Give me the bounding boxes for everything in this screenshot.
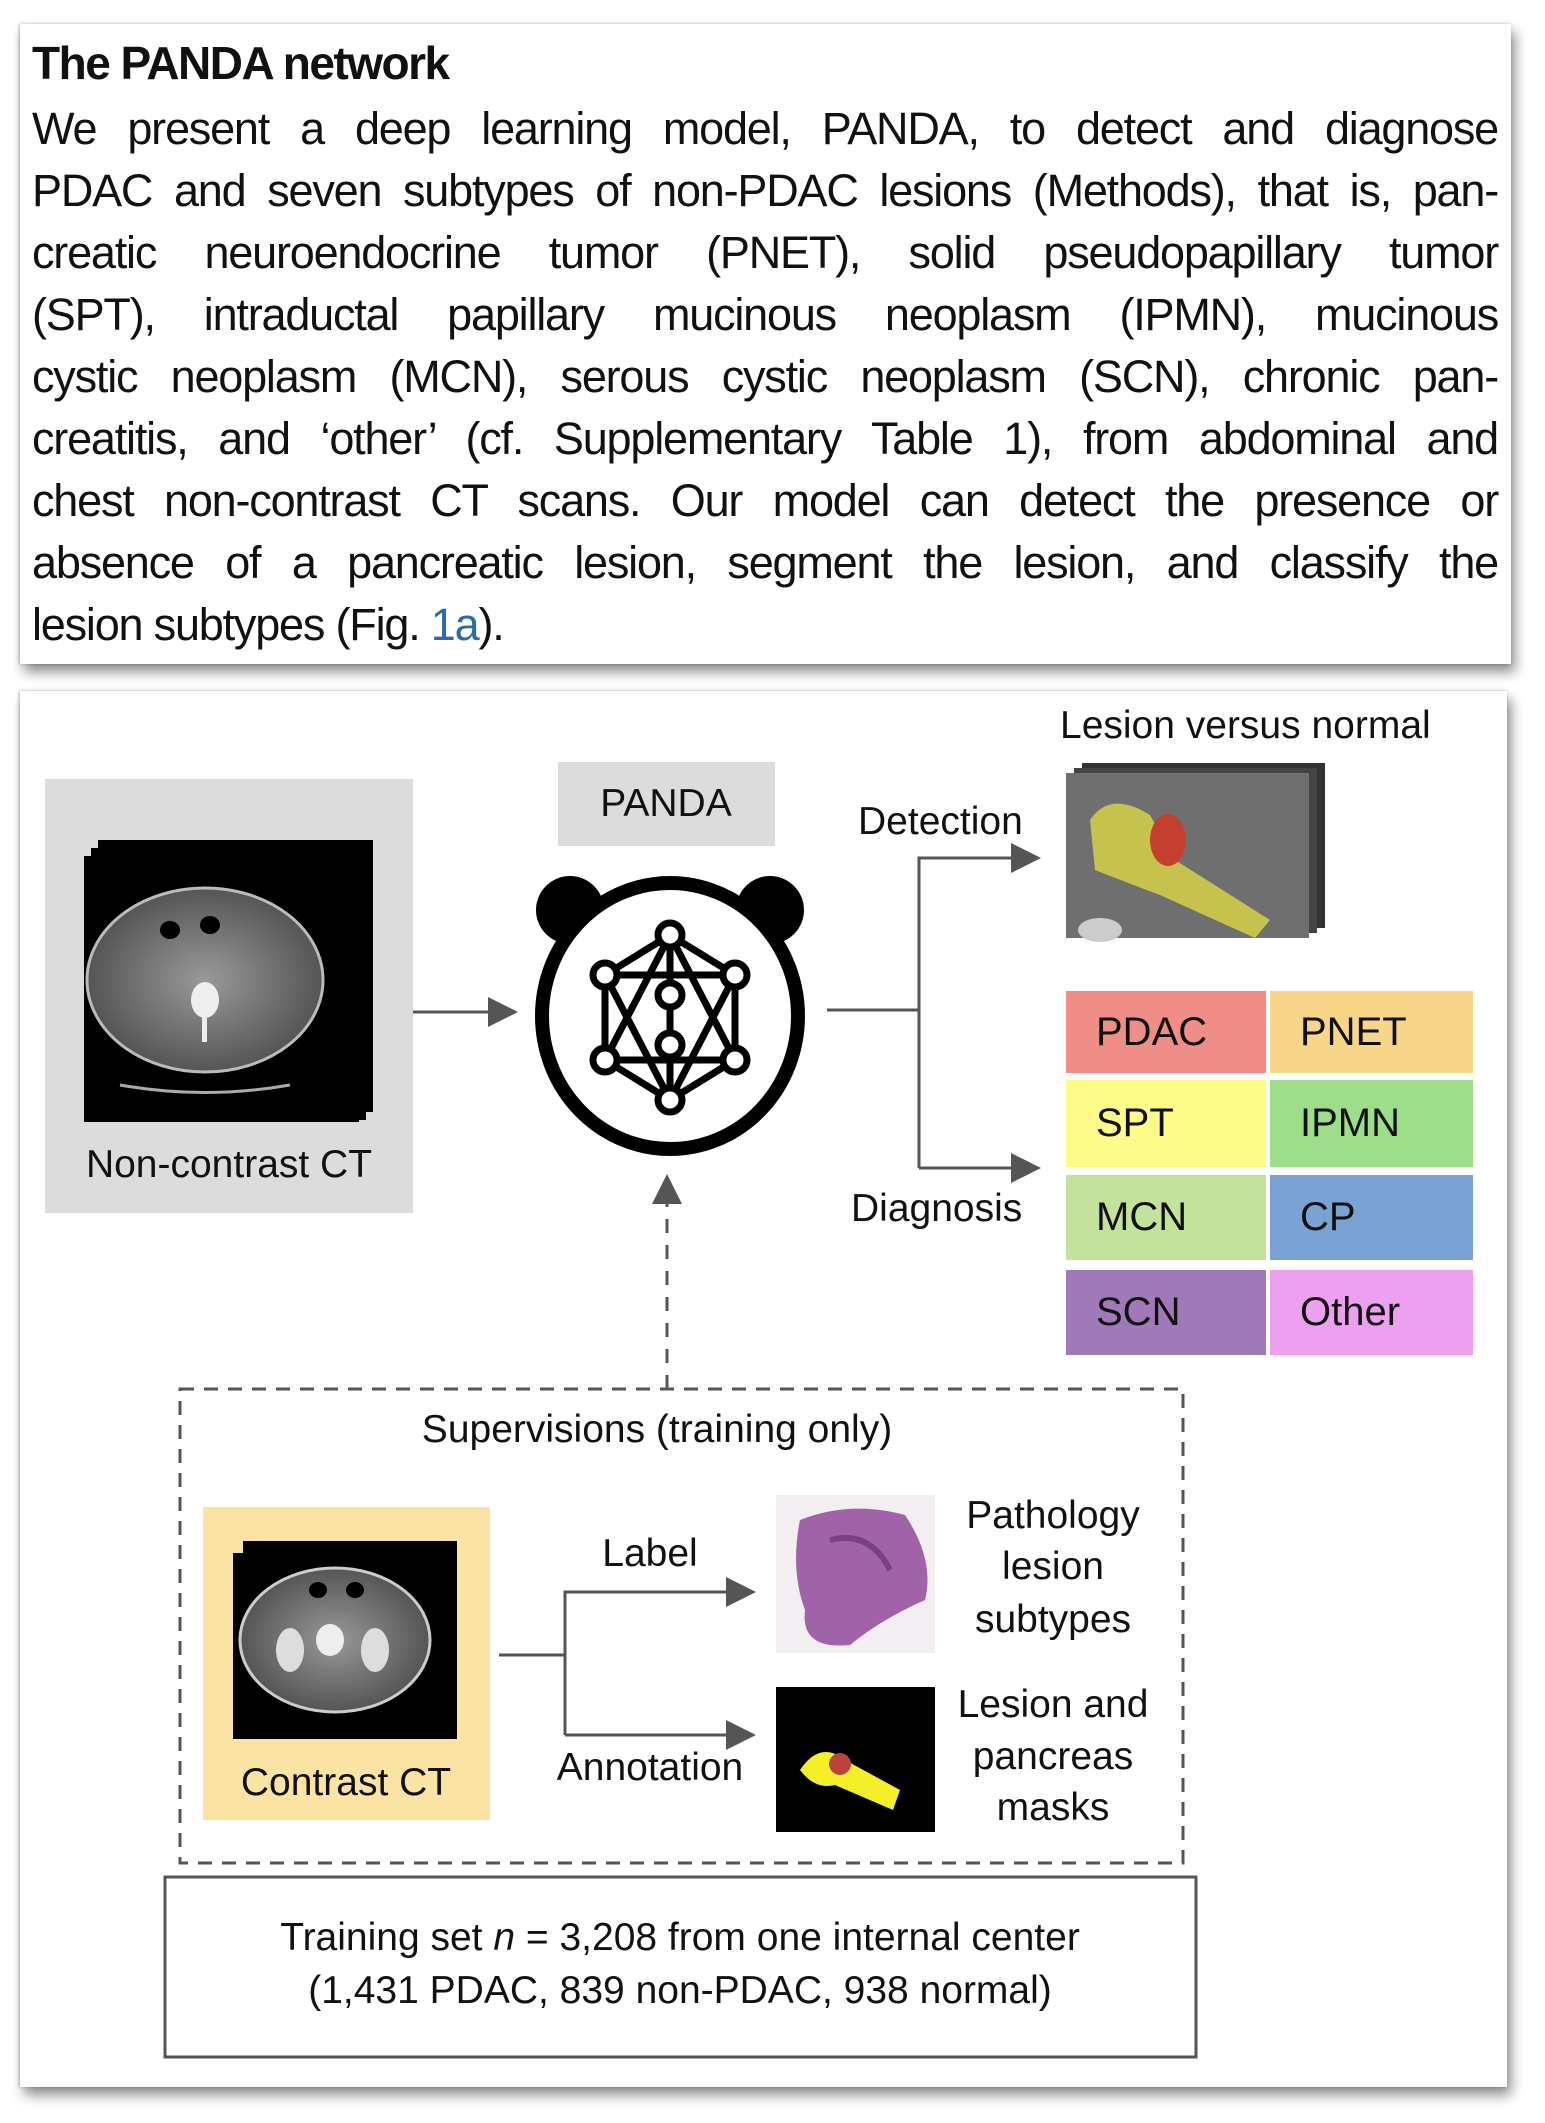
- contrast-ct-label: Contrast CT: [240, 1761, 452, 1804]
- mask-text: Lesion and: [957, 1683, 1149, 1726]
- paragraph-line: lesion subtypes (Fig. 1a).: [32, 602, 1498, 647]
- annotation-arrow-text: Annotation: [556, 1746, 744, 1789]
- mask-text: masks: [996, 1786, 1110, 1829]
- pathology-text: lesion: [1002, 1545, 1104, 1588]
- paragraph-line: cystic neoplasm (MCN), serous cystic neo…: [32, 351, 1499, 402]
- diagnosis-label: Diagnosis: [851, 1187, 1023, 1230]
- ct-scan-image: [84, 840, 373, 1122]
- pathology-text: subtypes: [974, 1598, 1132, 1641]
- class-cell-spt: SPT: [1066, 1080, 1266, 1167]
- text: n: [493, 1916, 516, 1959]
- supervision-title: Supervisions (training only): [421, 1408, 893, 1451]
- input-label: Non-contrast CT: [85, 1143, 373, 1186]
- text: ).: [478, 599, 504, 650]
- training-set-box: [163, 1875, 1198, 2059]
- model-label: PANDA: [600, 782, 732, 825]
- class-cell-cp: CP: [1270, 1175, 1473, 1260]
- training-set-line2: (1,431 PDAC, 839 non-PDAC, 938 normal): [308, 1969, 1052, 2012]
- detection-output-label: Lesion versus normal: [1060, 704, 1431, 747]
- detection-ct-image: [1066, 763, 1325, 942]
- label-arrow-text: Label: [602, 1532, 698, 1575]
- paragraph-line: creatitis, and ‘other’ (cf. Supplementar…: [32, 413, 1499, 464]
- class-cell-pdac: PDAC: [1066, 991, 1266, 1073]
- mask-text: pancreas: [972, 1735, 1134, 1778]
- class-cell-scn: SCN: [1066, 1270, 1266, 1355]
- figure-link[interactable]: 1a: [430, 599, 480, 650]
- paragraph-line: (SPT), intraductal papillary mucinous ne…: [32, 289, 1499, 340]
- segmentation-mask-image: [776, 1687, 935, 1832]
- contrast-ct-image: [233, 1541, 457, 1739]
- training-set-line1: Training set n = 3,208 from one internal…: [280, 1916, 1080, 1960]
- paragraph-line: We present a deep learning model, PANDA,…: [32, 103, 1499, 154]
- class-cell-pnet: PNET: [1270, 991, 1473, 1073]
- class-cell-ipmn: IPMN: [1270, 1080, 1473, 1167]
- model-label-box: [558, 762, 775, 846]
- section-title: The PANDA network: [32, 37, 450, 89]
- detection-label: Detection: [858, 800, 1023, 843]
- pathology-text: Pathology: [966, 1494, 1140, 1537]
- text-panel: The PANDA network We present a deep lear…: [20, 24, 1511, 664]
- class-cell-other: Other: [1270, 1270, 1473, 1355]
- supervision-box: [178, 1387, 1185, 1865]
- paragraph-line: chest non-contrast CT scans. Our model c…: [32, 475, 1499, 526]
- paragraph-line: PDAC and seven subtypes of non-PDAC lesi…: [32, 165, 1499, 216]
- text: lesion subtypes (Fig.: [32, 599, 431, 650]
- paragraph-line: creatic neuroendocrine tumor (PNET), sol…: [32, 227, 1499, 278]
- paragraph-line: absence of a pancreatic lesion, segment …: [32, 537, 1499, 588]
- text: = 3,208 from one internal center: [515, 1916, 1080, 1959]
- class-cell-mcn: MCN: [1066, 1175, 1266, 1260]
- text: Training set: [280, 1916, 494, 1959]
- panda-neural-network-icon: [535, 876, 805, 1156]
- pathology-slide-image: [776, 1495, 935, 1653]
